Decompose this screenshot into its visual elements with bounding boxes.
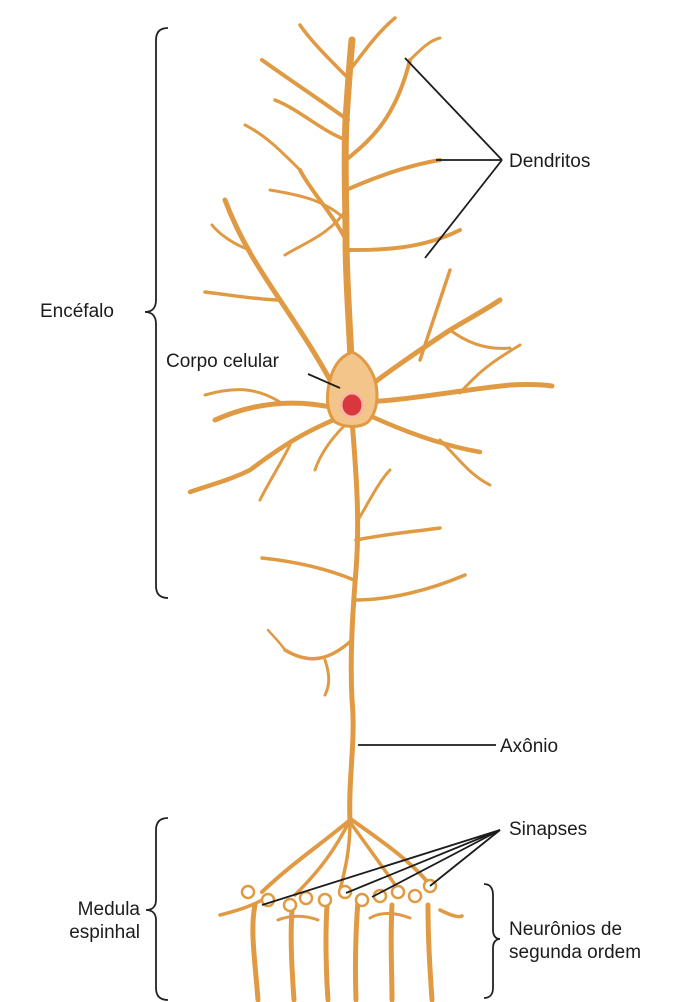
encefalo-brace [145,28,168,598]
label-neuronios-line2: segunda ordem [509,941,641,964]
label-medula-line1: Medula [44,898,140,921]
label-axonio: Axônio [500,735,558,758]
axon [262,420,465,820]
right-dendrites [362,270,552,485]
label-medula-line2: espinhal [44,921,140,944]
label-sinapses: Sinapses [509,818,587,841]
label-encefalo: Encéfalo [40,300,114,323]
second-order-neurons [220,898,462,1000]
label-neuronios-line1: Neurônios de [509,918,641,941]
label-dendritos: Dendritos [509,150,590,173]
neuronios-brace [484,884,500,998]
apical-dendrite [245,18,460,380]
braces [145,28,500,1000]
medula-brace [146,818,168,1000]
cell-body [327,352,377,427]
label-corpo-celular: Corpo celular [166,350,279,373]
label-neuronios-segunda-ordem: Neurônios de segunda ordem [509,918,641,964]
label-medula-espinhal: Medula espinhal [44,898,140,944]
nucleus [341,393,363,417]
axon-terminals [262,820,430,895]
